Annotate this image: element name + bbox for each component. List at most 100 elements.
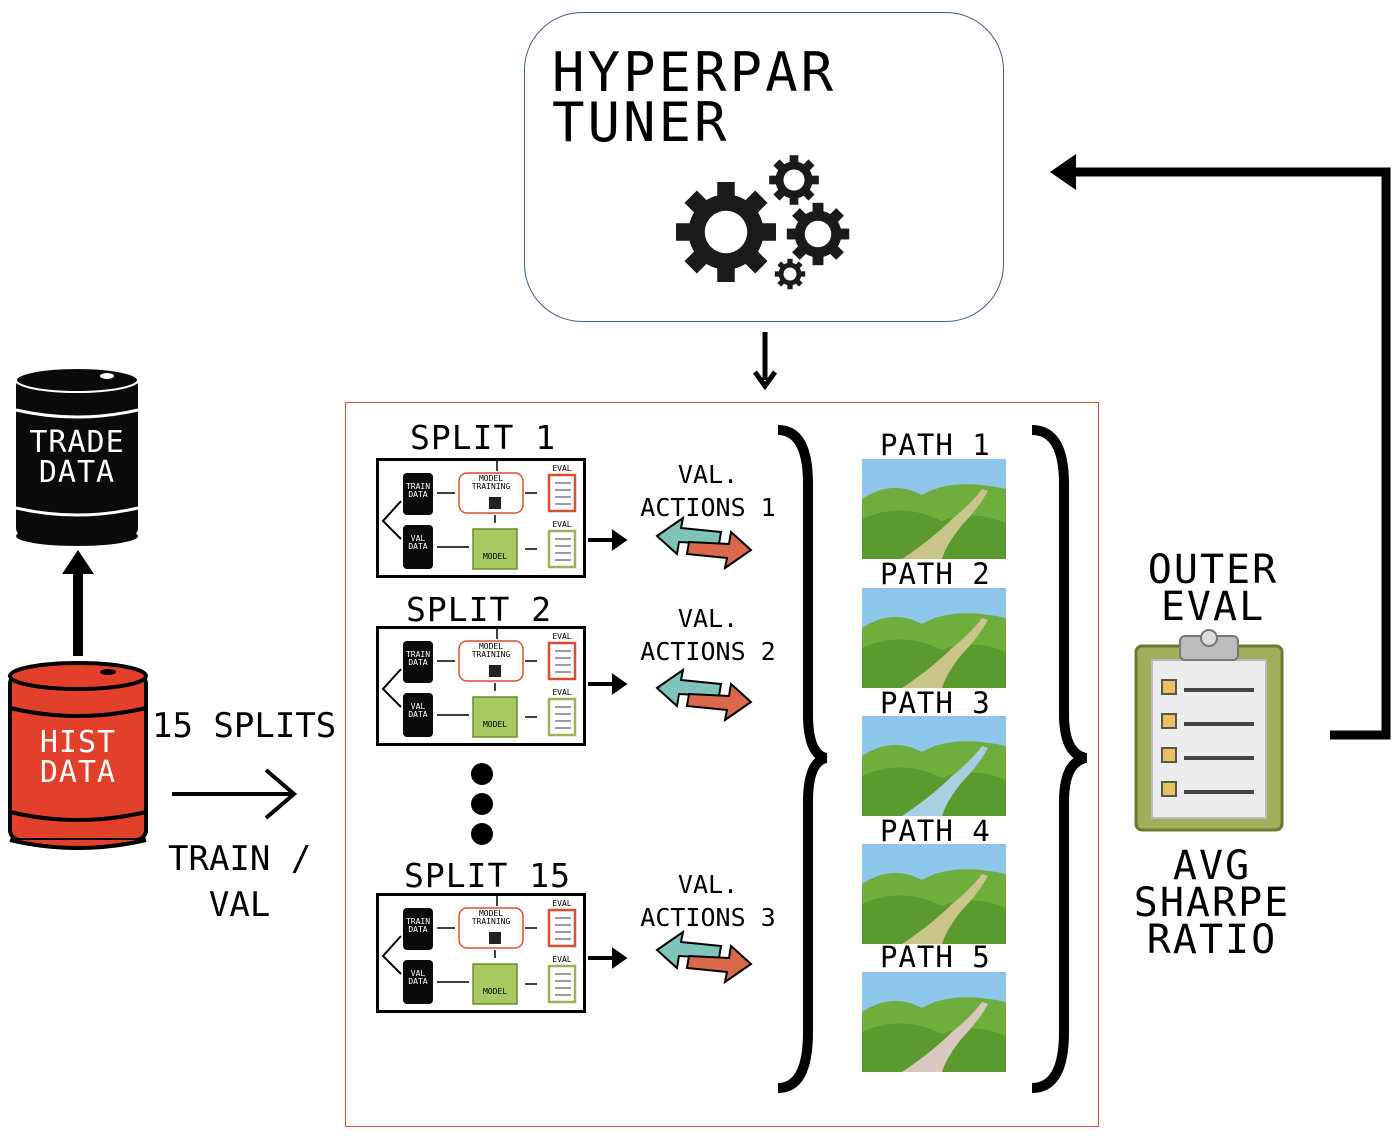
- eval-mini-label-bottom: EVAL: [552, 955, 572, 964]
- eval-mini-label-top: EVAL: [552, 632, 572, 641]
- val-mini-text-2: DATA: [408, 542, 428, 551]
- val-actions-2-line1: VAL.: [677, 604, 739, 633]
- path-5-title: PATH 5: [880, 940, 991, 974]
- path-4-image: [862, 844, 1006, 948]
- val-actions-2-label: VAL. ACTIONS 2: [636, 602, 780, 668]
- trade-data-line2: DATA: [38, 455, 116, 490]
- model-training-mini-text: MODEL: [478, 642, 504, 651]
- outer-eval-line2: EVAL: [1160, 584, 1266, 630]
- train-mini-text-2: DATA: [408, 658, 428, 667]
- val-actions-3-line2: ACTIONS 3: [640, 903, 776, 932]
- model-training-mini-text-2: TRAINING: [471, 482, 511, 491]
- val-actions-1-label: VAL. ACTIONS 1: [636, 458, 780, 524]
- trade-data-line1: TRADE: [29, 425, 125, 460]
- avg-sharpe-label: AVG SHARPE RATIO: [1104, 846, 1320, 960]
- splits-arrow: [172, 768, 298, 820]
- eval-mini-label-bottom: EVAL: [552, 520, 572, 529]
- val-mini-text-2: DATA: [408, 710, 428, 719]
- model-mini-label: MODEL: [482, 987, 508, 996]
- outer-eval-label: OUTER EVAL: [1118, 550, 1308, 627]
- hist-to-trade-arrow: [62, 550, 94, 656]
- val-mini-text: VAL: [410, 969, 426, 978]
- hist-data-barrel-icon: [8, 661, 148, 850]
- right-brace: [1031, 425, 1088, 1093]
- train-mini-text: TRAIN: [405, 917, 431, 926]
- tuner-to-splits-arrow: [752, 332, 778, 391]
- feedback-arrow: [1050, 154, 1391, 740]
- val-actions-1-line2: ACTIONS 1: [640, 493, 776, 522]
- eval-mini-label-top: EVAL: [552, 464, 572, 473]
- val-actions-2-line2: ACTIONS 2: [640, 637, 776, 666]
- model-training-mini-text: MODEL: [478, 909, 504, 918]
- card-output-arrows: [588, 529, 628, 969]
- landscape-image: [862, 972, 1006, 1072]
- path-5-image: [862, 972, 1006, 1076]
- path-4-title: PATH 4: [880, 814, 991, 848]
- gears-icon: [676, 155, 850, 290]
- val-actions-3-label: VAL. ACTIONS 3: [636, 868, 780, 934]
- hyperparameter-tuner-box: [524, 12, 1004, 322]
- avg-line2: SHARPE: [1133, 880, 1291, 926]
- hist-data-line2: DATA: [39, 755, 117, 790]
- path-3-image: [862, 716, 1006, 820]
- trade-data-label: TRADE DATA: [14, 428, 140, 488]
- val-actions-1-line1: VAL.: [677, 460, 739, 489]
- eval-mini-label-top: EVAL: [552, 899, 572, 908]
- model-training-mini-text: MODEL: [478, 474, 504, 483]
- split-2-title: SPLIT 2: [406, 590, 553, 629]
- path-2-title: PATH 2: [880, 557, 991, 591]
- landscape-image: [862, 844, 1006, 944]
- hist-data-label: HIST DATA: [8, 728, 148, 788]
- ellipsis-dots: [471, 763, 493, 845]
- path-3-title: PATH 3: [880, 686, 991, 720]
- split-pipeline-icon: [381, 461, 577, 570]
- landscape-image: [862, 588, 1006, 688]
- model-training-mini-text-2: TRAINING: [471, 650, 511, 659]
- model-mini-label: MODEL: [482, 552, 508, 561]
- split-pipeline-icon: [381, 629, 577, 738]
- model-training-mini-text-2: TRAINING: [471, 917, 511, 926]
- hist-data-line1: HIST: [39, 725, 117, 760]
- model-mini-label: MODEL: [482, 720, 508, 729]
- val-mini-text-2: DATA: [408, 977, 428, 986]
- split-1-title: SPLIT 1: [410, 418, 557, 457]
- landscape-image: [862, 459, 1006, 559]
- clipboard-icon: [1134, 629, 1284, 832]
- path-1-title: PATH 1: [880, 428, 991, 462]
- split-pipeline-icon: [381, 896, 577, 1005]
- tuner-title-line2: TUNER: [552, 91, 730, 154]
- val-mini-text: VAL: [410, 534, 426, 543]
- val-actions-3-line1: VAL.: [677, 870, 739, 899]
- tuner-title: HYPERPAR TUNER: [552, 46, 836, 150]
- landscape-image: [862, 716, 1006, 816]
- tuner-title-line1: HYPERPAR: [552, 41, 837, 104]
- train-mini-text-2: DATA: [408, 490, 428, 499]
- splits-count-label: 15 SPLITS: [152, 706, 337, 746]
- path-1-image: [862, 459, 1006, 563]
- outer-eval-line1: OUTER: [1147, 547, 1279, 593]
- avg-line3: RATIO: [1146, 917, 1278, 963]
- train-mini-text: TRAIN: [405, 482, 431, 491]
- train-val-label: TRAIN / VAL: [168, 836, 311, 928]
- path-2-image: [862, 588, 1006, 692]
- cross-validation-frame: [345, 402, 1099, 1127]
- split-15-title: SPLIT 15: [404, 856, 571, 895]
- train-mini-text-2: DATA: [408, 925, 428, 934]
- eval-mini-label-bottom: EVAL: [552, 688, 572, 697]
- avg-line1: AVG: [1172, 843, 1252, 889]
- val-actions-arrows-icon: [655, 515, 753, 983]
